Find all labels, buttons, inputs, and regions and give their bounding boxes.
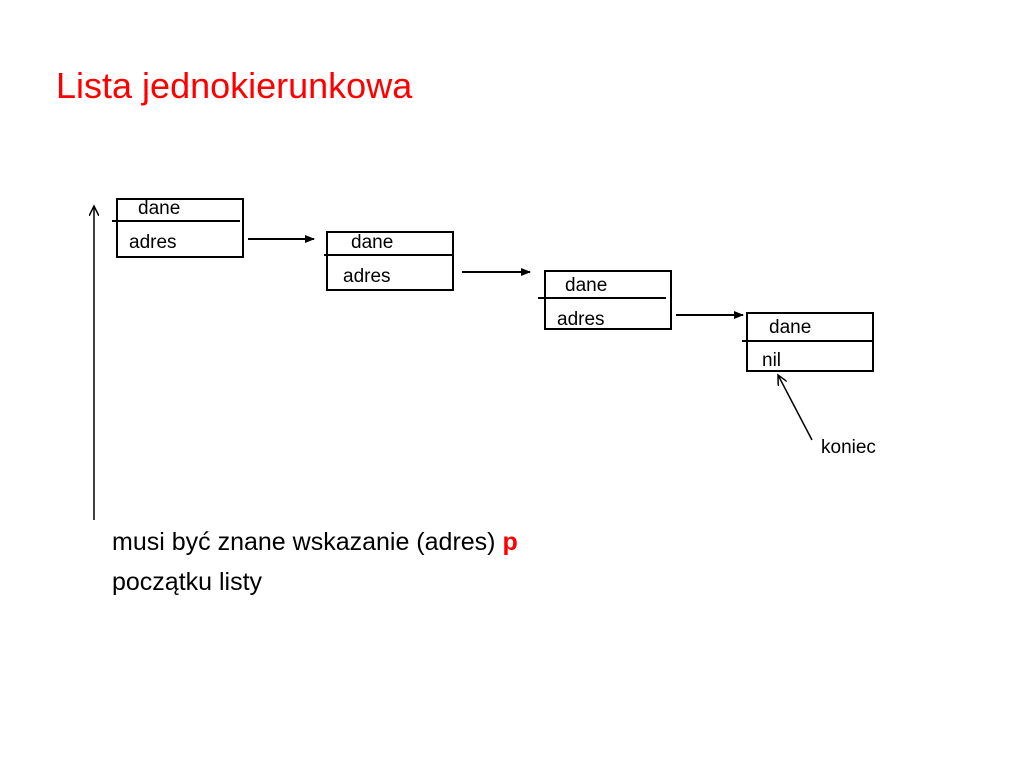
node-4-pointer-label: nil <box>762 350 782 371</box>
caption-text: musi być znane wskazanie (adres) <box>112 528 503 556</box>
node-1-data-label: dane <box>138 198 181 219</box>
node-2-data-label: dane <box>351 232 394 253</box>
pointer-name: p <box>502 528 518 556</box>
node-2-divider <box>324 254 454 256</box>
node-4-data-label: dane <box>769 317 812 338</box>
node-3-pointer-label: adres <box>557 309 605 330</box>
caption: musi być znane wskazanie (adres) p począ… <box>112 522 518 602</box>
list-node-2 <box>326 231 454 291</box>
caption-line-1: musi być znane wskazanie (adres) p <box>112 522 518 562</box>
list-node-3 <box>544 270 672 330</box>
node-4-divider <box>742 340 872 342</box>
end-label: koniec <box>821 437 876 458</box>
end-pointer-arrow <box>778 375 813 441</box>
list-node-4 <box>746 312 874 372</box>
node-3-data-label: dane <box>565 275 608 296</box>
node-1-divider <box>112 220 240 222</box>
node-3-divider <box>538 297 666 299</box>
node-1-pointer-label: adres <box>129 232 177 253</box>
caption-line-2: początku listy <box>112 568 263 596</box>
node-2-pointer-label: adres <box>343 266 391 287</box>
list-node-1 <box>116 198 244 258</box>
slide-title: Lista jednokierunkowa <box>56 65 413 106</box>
